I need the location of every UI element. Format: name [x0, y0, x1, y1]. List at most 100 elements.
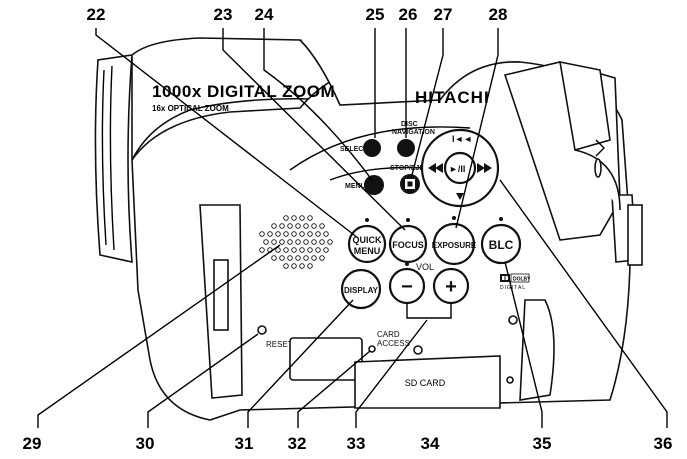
menu-button[interactable] — [364, 175, 384, 195]
speaker-hole — [307, 215, 313, 221]
reset-button[interactable] — [257, 325, 267, 335]
blc-button[interactable]: BLC — [480, 217, 522, 265]
speaker-grille — [259, 215, 333, 269]
speaker-hole — [311, 239, 317, 245]
lens-barrel — [94, 37, 341, 264]
speaker-hole — [303, 255, 309, 261]
card-access-label-1: CARD — [377, 330, 400, 339]
sd-card-slot[interactable]: SD CARD — [354, 355, 501, 409]
navigation-label-2: NAVIGATION — [392, 129, 435, 136]
speaker-hole — [287, 255, 293, 261]
callout-28: 28 — [489, 5, 508, 24]
callout-35: 35 — [533, 434, 552, 453]
speaker-hole — [291, 263, 297, 269]
speaker-hole — [283, 247, 289, 253]
callout-29: 29 — [23, 434, 42, 453]
speaker-hole — [271, 239, 277, 245]
dolby-text: DOLBY — [513, 277, 531, 283]
speaker-hole — [299, 247, 305, 253]
speaker-hole — [291, 247, 297, 253]
exposure-label: EXPOSURE — [432, 241, 477, 250]
leader-lines — [37, 28, 668, 428]
card-access-lamp — [368, 345, 376, 353]
vol-label: VOL — [416, 262, 434, 272]
callout-numbers-top: 22 23 24 25 26 27 28 — [87, 5, 508, 24]
skip-back-label: I◄◄ — [452, 134, 472, 144]
card-access-label-2: ACCESS — [377, 339, 410, 348]
speaker-hole — [279, 223, 285, 229]
focus-label: FOCUS — [392, 240, 424, 250]
stop-eject-button[interactable] — [400, 174, 420, 194]
lcd-panel-recess — [289, 337, 363, 381]
callout-34: 34 — [421, 434, 440, 453]
speaker-hole — [283, 231, 289, 237]
speaker-hole — [315, 247, 321, 253]
speaker-hole — [307, 231, 313, 237]
speaker-hole — [323, 231, 329, 237]
quick-menu-button[interactable]: QUICK MENU — [347, 218, 387, 264]
speaker-hole — [319, 255, 325, 261]
exposure-button[interactable]: EXPOSURE — [432, 216, 477, 266]
blc-label: BLC — [489, 238, 514, 252]
speaker-hole — [323, 247, 329, 253]
speaker-hole — [303, 223, 309, 229]
speaker-hole — [311, 255, 317, 261]
zoom-digital-text: 1000x DIGITAL ZOOM — [152, 82, 335, 101]
stop-eject-label: STOP/EJECT — [390, 165, 434, 172]
speaker-hole — [291, 215, 297, 221]
speaker-hole — [283, 263, 289, 269]
display-label: DISPLAY — [344, 286, 379, 295]
brand-logo: HITACHI — [415, 88, 490, 107]
callout-numbers-bottom: 29 30 31 32 33 34 35 36 — [23, 434, 673, 453]
navigation-label-1: DISC — [401, 121, 418, 128]
speaker-hole — [319, 223, 325, 229]
speaker-hole — [279, 255, 285, 261]
speaker-hole — [271, 255, 277, 261]
callout-30: 30 — [136, 434, 155, 453]
fast-forward-icon — [477, 163, 492, 173]
speaker-hole — [307, 263, 313, 269]
speaker-hole — [259, 247, 265, 253]
reset-label: RESET — [266, 340, 293, 349]
focus-button[interactable]: FOCUS — [388, 218, 428, 264]
callout-24: 24 — [255, 5, 274, 24]
callout-22: 22 — [87, 5, 106, 24]
callout-33: 33 — [347, 434, 366, 453]
callout-31: 31 — [235, 434, 254, 453]
speaker-hole — [275, 247, 281, 253]
callout-32: 32 — [288, 434, 307, 453]
speaker-hole — [303, 239, 309, 245]
rewind-icon — [428, 163, 443, 173]
dolby-logo: DOLBY DIGITAL — [500, 273, 531, 291]
quick-label: QUICK — [353, 235, 383, 245]
disc-navigation-button[interactable] — [397, 139, 415, 157]
select-button[interactable] — [363, 139, 381, 157]
sd-card-label: SD CARD — [405, 378, 446, 388]
speaker-hole — [295, 223, 301, 229]
display-button[interactable]: DISPLAY — [340, 268, 382, 310]
speaker-hole — [295, 255, 301, 261]
speaker-hole — [307, 247, 313, 253]
playback-control-dial[interactable]: ►/II I◄◄ — [420, 128, 500, 208]
callout-26: 26 — [399, 5, 418, 24]
speaker-hole — [319, 239, 325, 245]
speaker-hole — [315, 231, 321, 237]
play-pause-label: ►/II — [449, 164, 465, 174]
select-label: SELECT — [340, 146, 368, 153]
speaker-hole — [259, 231, 265, 237]
callout-23: 23 — [214, 5, 233, 24]
callout-36: 36 — [654, 434, 673, 453]
vol-minus-label: − — [401, 276, 413, 298]
speaker-hole — [263, 239, 269, 245]
speaker-hole — [299, 263, 305, 269]
stop-arrow-icon — [456, 193, 464, 200]
speaker-hole — [327, 239, 333, 245]
speaker-hole — [287, 223, 293, 229]
vol-plus-label: + — [445, 276, 457, 298]
callout-27: 27 — [434, 5, 453, 24]
speaker-hole — [275, 231, 281, 237]
speaker-hole — [283, 215, 289, 221]
volume-up-button[interactable]: + — [432, 267, 470, 305]
